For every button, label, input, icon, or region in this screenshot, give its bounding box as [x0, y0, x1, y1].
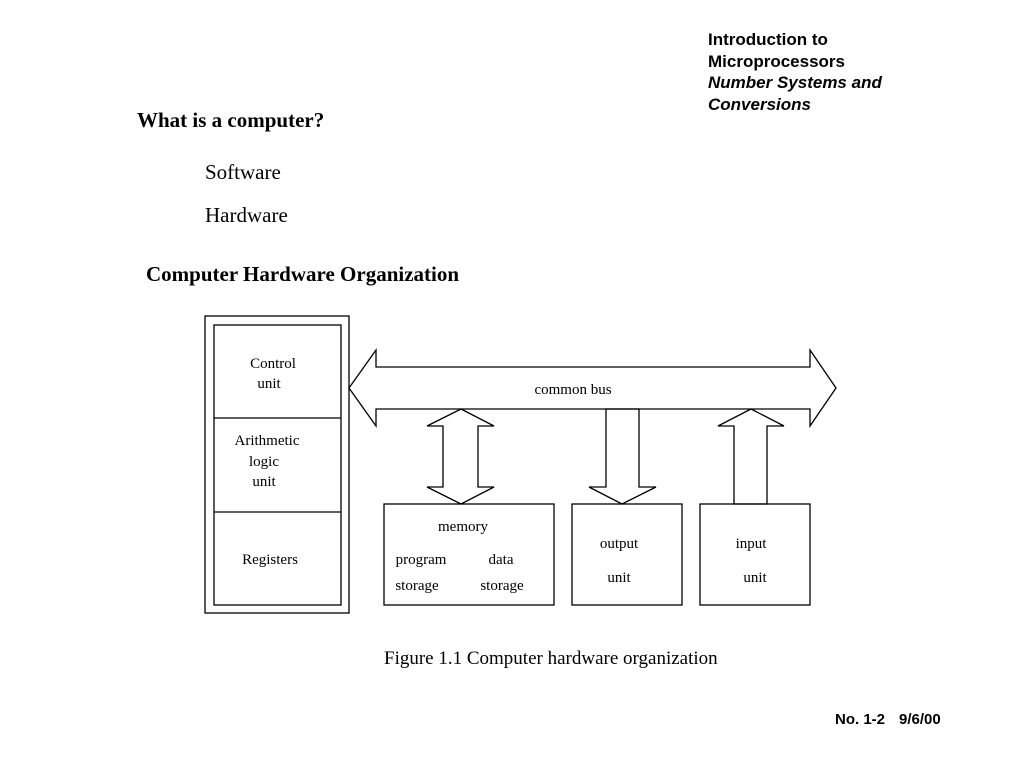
input-box: [699, 503, 811, 606]
slide-footer: No. 1-2 9/6/00: [835, 711, 941, 728]
output-bus-arrow: [588, 408, 657, 505]
input-unit-label-1: input: [736, 536, 768, 552]
memory-title: memory: [438, 519, 488, 535]
registers-label: Registers: [242, 552, 298, 568]
header-line-1: Introduction to: [708, 30, 828, 49]
data-storage-label-1: data: [489, 552, 514, 568]
common-bus-label: common bus: [534, 382, 611, 398]
output-box: [571, 503, 683, 606]
slide-date: 9/6/00: [899, 711, 941, 728]
cpu-inner-box: [213, 324, 342, 606]
data-storage-label-2: storage: [480, 578, 524, 594]
output-unit-label-1: output: [600, 536, 639, 552]
alu-label-3: unit: [252, 474, 276, 490]
figure-caption: Figure 1.1 Computer hardware organizatio…: [384, 648, 718, 669]
control-unit-label-2: unit: [257, 376, 281, 392]
memory-box: [383, 503, 555, 606]
program-storage-label-1: program: [396, 552, 447, 568]
common-bus-arrow: [348, 347, 837, 429]
memory-bus-arrow: [426, 408, 495, 505]
section-title: Computer Hardware Organization: [146, 262, 460, 286]
slide-header: Introduction to Microprocessors Number S…: [708, 29, 1008, 115]
question-heading: What is a computer?: [137, 108, 325, 132]
header-line-4: Conversions: [708, 94, 811, 114]
output-unit-label-2: unit: [607, 570, 631, 586]
alu-label-2: logic: [249, 454, 279, 470]
header-line-2: Microprocessors: [708, 51, 845, 71]
bullet-hardware: Hardware: [205, 203, 288, 227]
bullet-software: Software: [205, 160, 281, 184]
control-unit-label-1: Control: [250, 356, 296, 372]
input-bus-arrow: [717, 408, 785, 505]
alu-label-1: Arithmetic: [235, 433, 300, 449]
input-unit-label-2: unit: [743, 570, 767, 586]
header-line-3: Number Systems and: [708, 73, 882, 92]
slide-number: No. 1-2: [835, 711, 886, 728]
cpu-outer-box: [204, 315, 350, 614]
program-storage-label-2: storage: [395, 578, 439, 594]
